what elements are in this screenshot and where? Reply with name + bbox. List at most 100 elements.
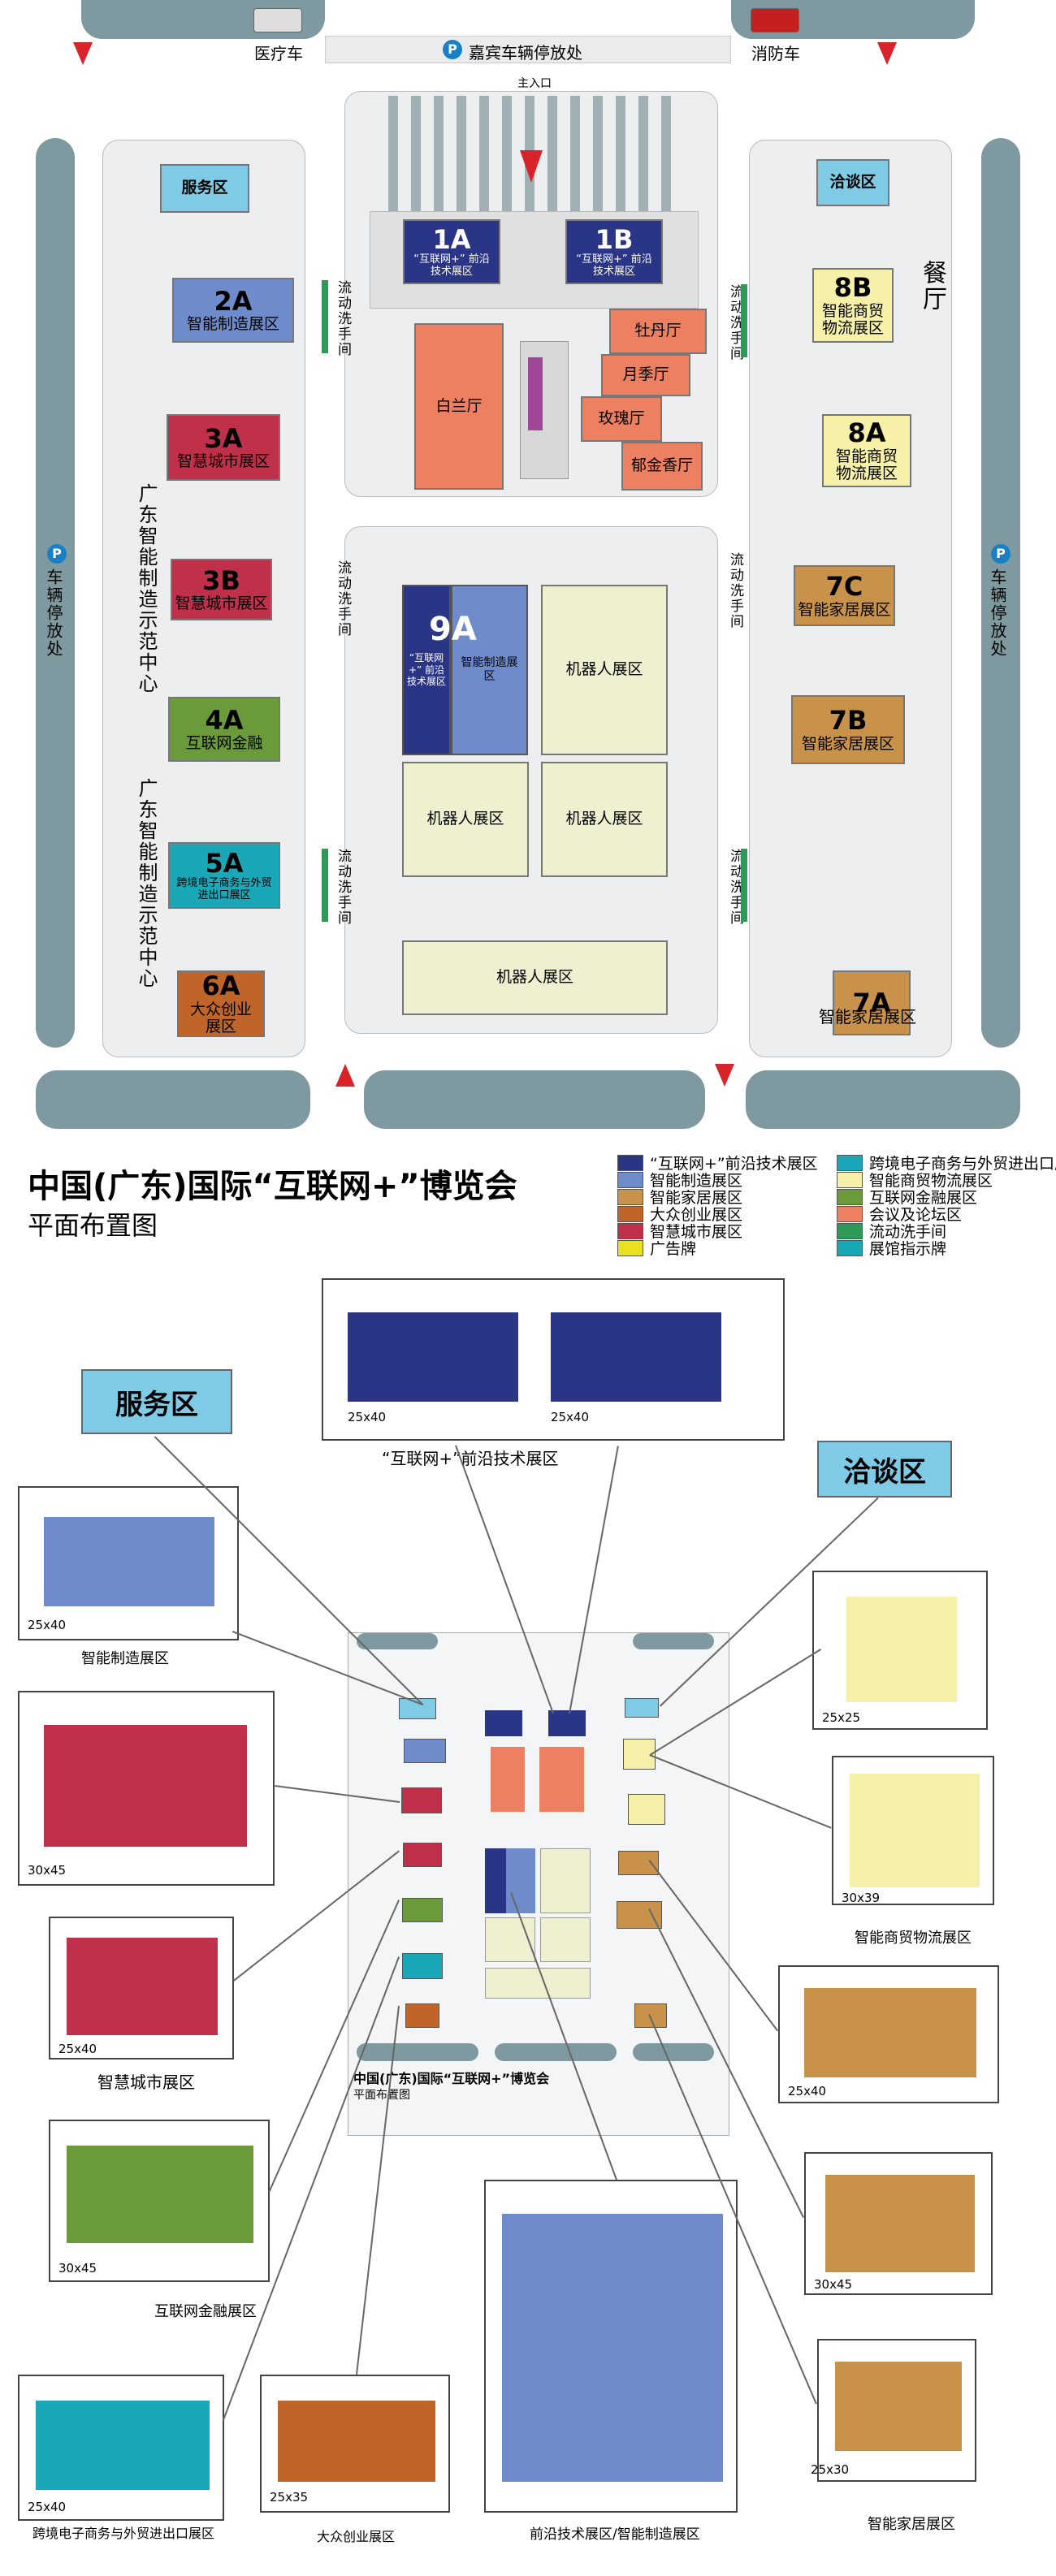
- ov-title: 中国(广东)国际“互联网+”博览会: [353, 2071, 550, 2086]
- zone-8b-name: 智能商贸物流展区: [821, 301, 884, 338]
- zone-service[interactable]: 服务区: [160, 164, 249, 213]
- ov-nego: [625, 1698, 659, 1718]
- zone-3a-name: 智慧城市展区: [176, 452, 270, 471]
- ov-lawn-3: [357, 2043, 478, 2061]
- wash-label-r1: 流动洗手间: [727, 284, 743, 361]
- hall-mudan[interactable]: 牡丹厅: [609, 309, 707, 354]
- wash-label-1: 流动洗手间: [335, 280, 351, 357]
- ov-4a: [402, 1898, 443, 1922]
- legend-item: 展馆指示牌: [837, 1237, 946, 1259]
- legend-label: 智能家居展区: [650, 1189, 743, 1207]
- detail-frontier-top: 25x40 25x40: [322, 1278, 785, 1441]
- center-facility-purple: [528, 357, 543, 430]
- home-size-1: 25x40: [788, 2084, 827, 2098]
- fire-truck-label: 消防车: [751, 44, 800, 63]
- robot-zone-3[interactable]: 机器人展区: [541, 762, 668, 877]
- zone-8a-name: 智能商贸物流展区: [835, 447, 898, 483]
- wash-icon-3: [322, 849, 328, 922]
- detail-city-2: 25x40: [49, 1917, 234, 2060]
- zone-1b[interactable]: 1B“互联网+” 前沿技术展区: [565, 219, 663, 284]
- legend-swatch: [617, 1188, 643, 1205]
- legend-swatch: [837, 1171, 863, 1188]
- parking-right-p-icon: P: [991, 544, 1011, 564]
- title-sub: 平面布置图: [28, 1210, 158, 1241]
- medical-vehicle-icon: [253, 8, 302, 32]
- legend-swatch: [617, 1171, 643, 1188]
- robot-zone-1[interactable]: 机器人展区: [541, 585, 668, 755]
- zone-7a-name: 智能家居展区: [819, 1007, 916, 1027]
- ov-lawn-5: [633, 2043, 714, 2061]
- hall-meigui-label: 玫瑰厅: [598, 409, 645, 428]
- zone-7b-code: 7B: [829, 705, 868, 737]
- zone-1b-name: “互联网+” 前沿技术展区: [576, 253, 652, 279]
- parking-right-label: 车辆停放处: [988, 568, 1007, 658]
- finance-size: 30x45: [58, 2261, 97, 2276]
- zone-3a-code: 3A: [204, 422, 243, 454]
- city-size-2: 25x40: [58, 2042, 97, 2056]
- legend-label: 流动洗手间: [869, 1223, 947, 1241]
- detail-startup: 25x35: [260, 2375, 450, 2513]
- wash-icon-r1: [741, 284, 747, 357]
- zone-9a-frontier[interactable]: “互联网+” 前沿技术展区: [402, 585, 451, 755]
- zone-9a-manuf[interactable]: 智能制造展区: [451, 585, 528, 755]
- wash-label-3: 流动洗手间: [335, 849, 351, 926]
- legend-swatch: [617, 1154, 643, 1171]
- detail-frontier-a: [348, 1312, 518, 1402]
- hall-yueji[interactable]: 月季厅: [601, 354, 690, 396]
- ov-conf-2: [539, 1747, 584, 1812]
- ov-3b: [403, 1843, 442, 1867]
- frontier-size: 25x40: [348, 1410, 387, 1424]
- trade-size-1: 25x25: [822, 1710, 861, 1725]
- lawn-bottom-3: [746, 1070, 1020, 1129]
- hall-bailan[interactable]: 白兰厅: [414, 323, 504, 490]
- detail-home-block-1: [804, 1988, 976, 2077]
- lawn-bottom-2: [364, 1070, 705, 1129]
- hall-meigui[interactable]: 玫瑰厅: [581, 396, 662, 442]
- legend-label: “互联网+”前沿技术展区: [650, 1155, 818, 1173]
- zone-7a-code: 7A: [852, 987, 891, 1018]
- wash-icon-1: [322, 280, 328, 353]
- zone-1b-code: 1B: [595, 223, 634, 255]
- demo-center-label-1: 广东智能制造示范中心: [135, 483, 158, 694]
- zone-nego[interactable]: 洽谈区: [816, 159, 889, 206]
- parking-left-p-icon: P: [47, 544, 67, 564]
- arrow-main-entrance: [520, 150, 543, 183]
- detail-home-1: 25x40: [778, 1965, 999, 2103]
- robot-zone-4[interactable]: 机器人展区: [402, 940, 668, 1015]
- zone-7c-code: 7C: [825, 571, 863, 603]
- zone-7a[interactable]: 7A: [833, 970, 911, 1035]
- frontier-size-2: 25x40: [551, 1410, 590, 1424]
- zone-nego-label: 洽谈区: [829, 173, 876, 192]
- legend-item: 跨境电子商务与外贸进出口展区: [837, 1152, 1056, 1173]
- ov-robot-2: [485, 1917, 535, 1962]
- cross-caption: 跨境电子商务与外贸进出口展区: [32, 2526, 215, 2541]
- title-main: 中国(广东)国际“互联网+”博览会: [28, 1168, 517, 1205]
- detail-finance-block: [67, 2146, 253, 2243]
- detail-trade-1: 25x25: [812, 1571, 988, 1730]
- frontier-manuf-caption: 前沿技术展区/智能制造展区: [530, 2526, 700, 2543]
- hall-yujinxiang[interactable]: 郁金香厅: [621, 442, 703, 491]
- legend-label: 智能制造展区: [650, 1172, 743, 1190]
- zone-1a[interactable]: 1A“互联网+” 前沿技术展区: [403, 219, 500, 284]
- detail-home-2: 30x45: [804, 2152, 993, 2295]
- site-map: P 嘉宾车辆停放处 医疗车 消防车 P 车辆停放处 P 车辆停放处 服务区 2A…: [0, 0, 1056, 1137]
- robot-zone-2[interactable]: 机器人展区: [402, 762, 529, 877]
- legend-label: 展馆指示牌: [869, 1240, 947, 1258]
- callout-nego[interactable]: 洽谈区: [817, 1441, 952, 1498]
- home-size-2: 30x45: [814, 2277, 853, 2292]
- callout-service[interactable]: 服务区: [81, 1369, 232, 1434]
- legend-item: 会议及论坛区: [837, 1203, 962, 1225]
- ov-robot-3: [540, 1917, 591, 1962]
- legend-item: 智能家居展区: [617, 1186, 742, 1208]
- legend-item: 智能制造展区: [617, 1169, 742, 1191]
